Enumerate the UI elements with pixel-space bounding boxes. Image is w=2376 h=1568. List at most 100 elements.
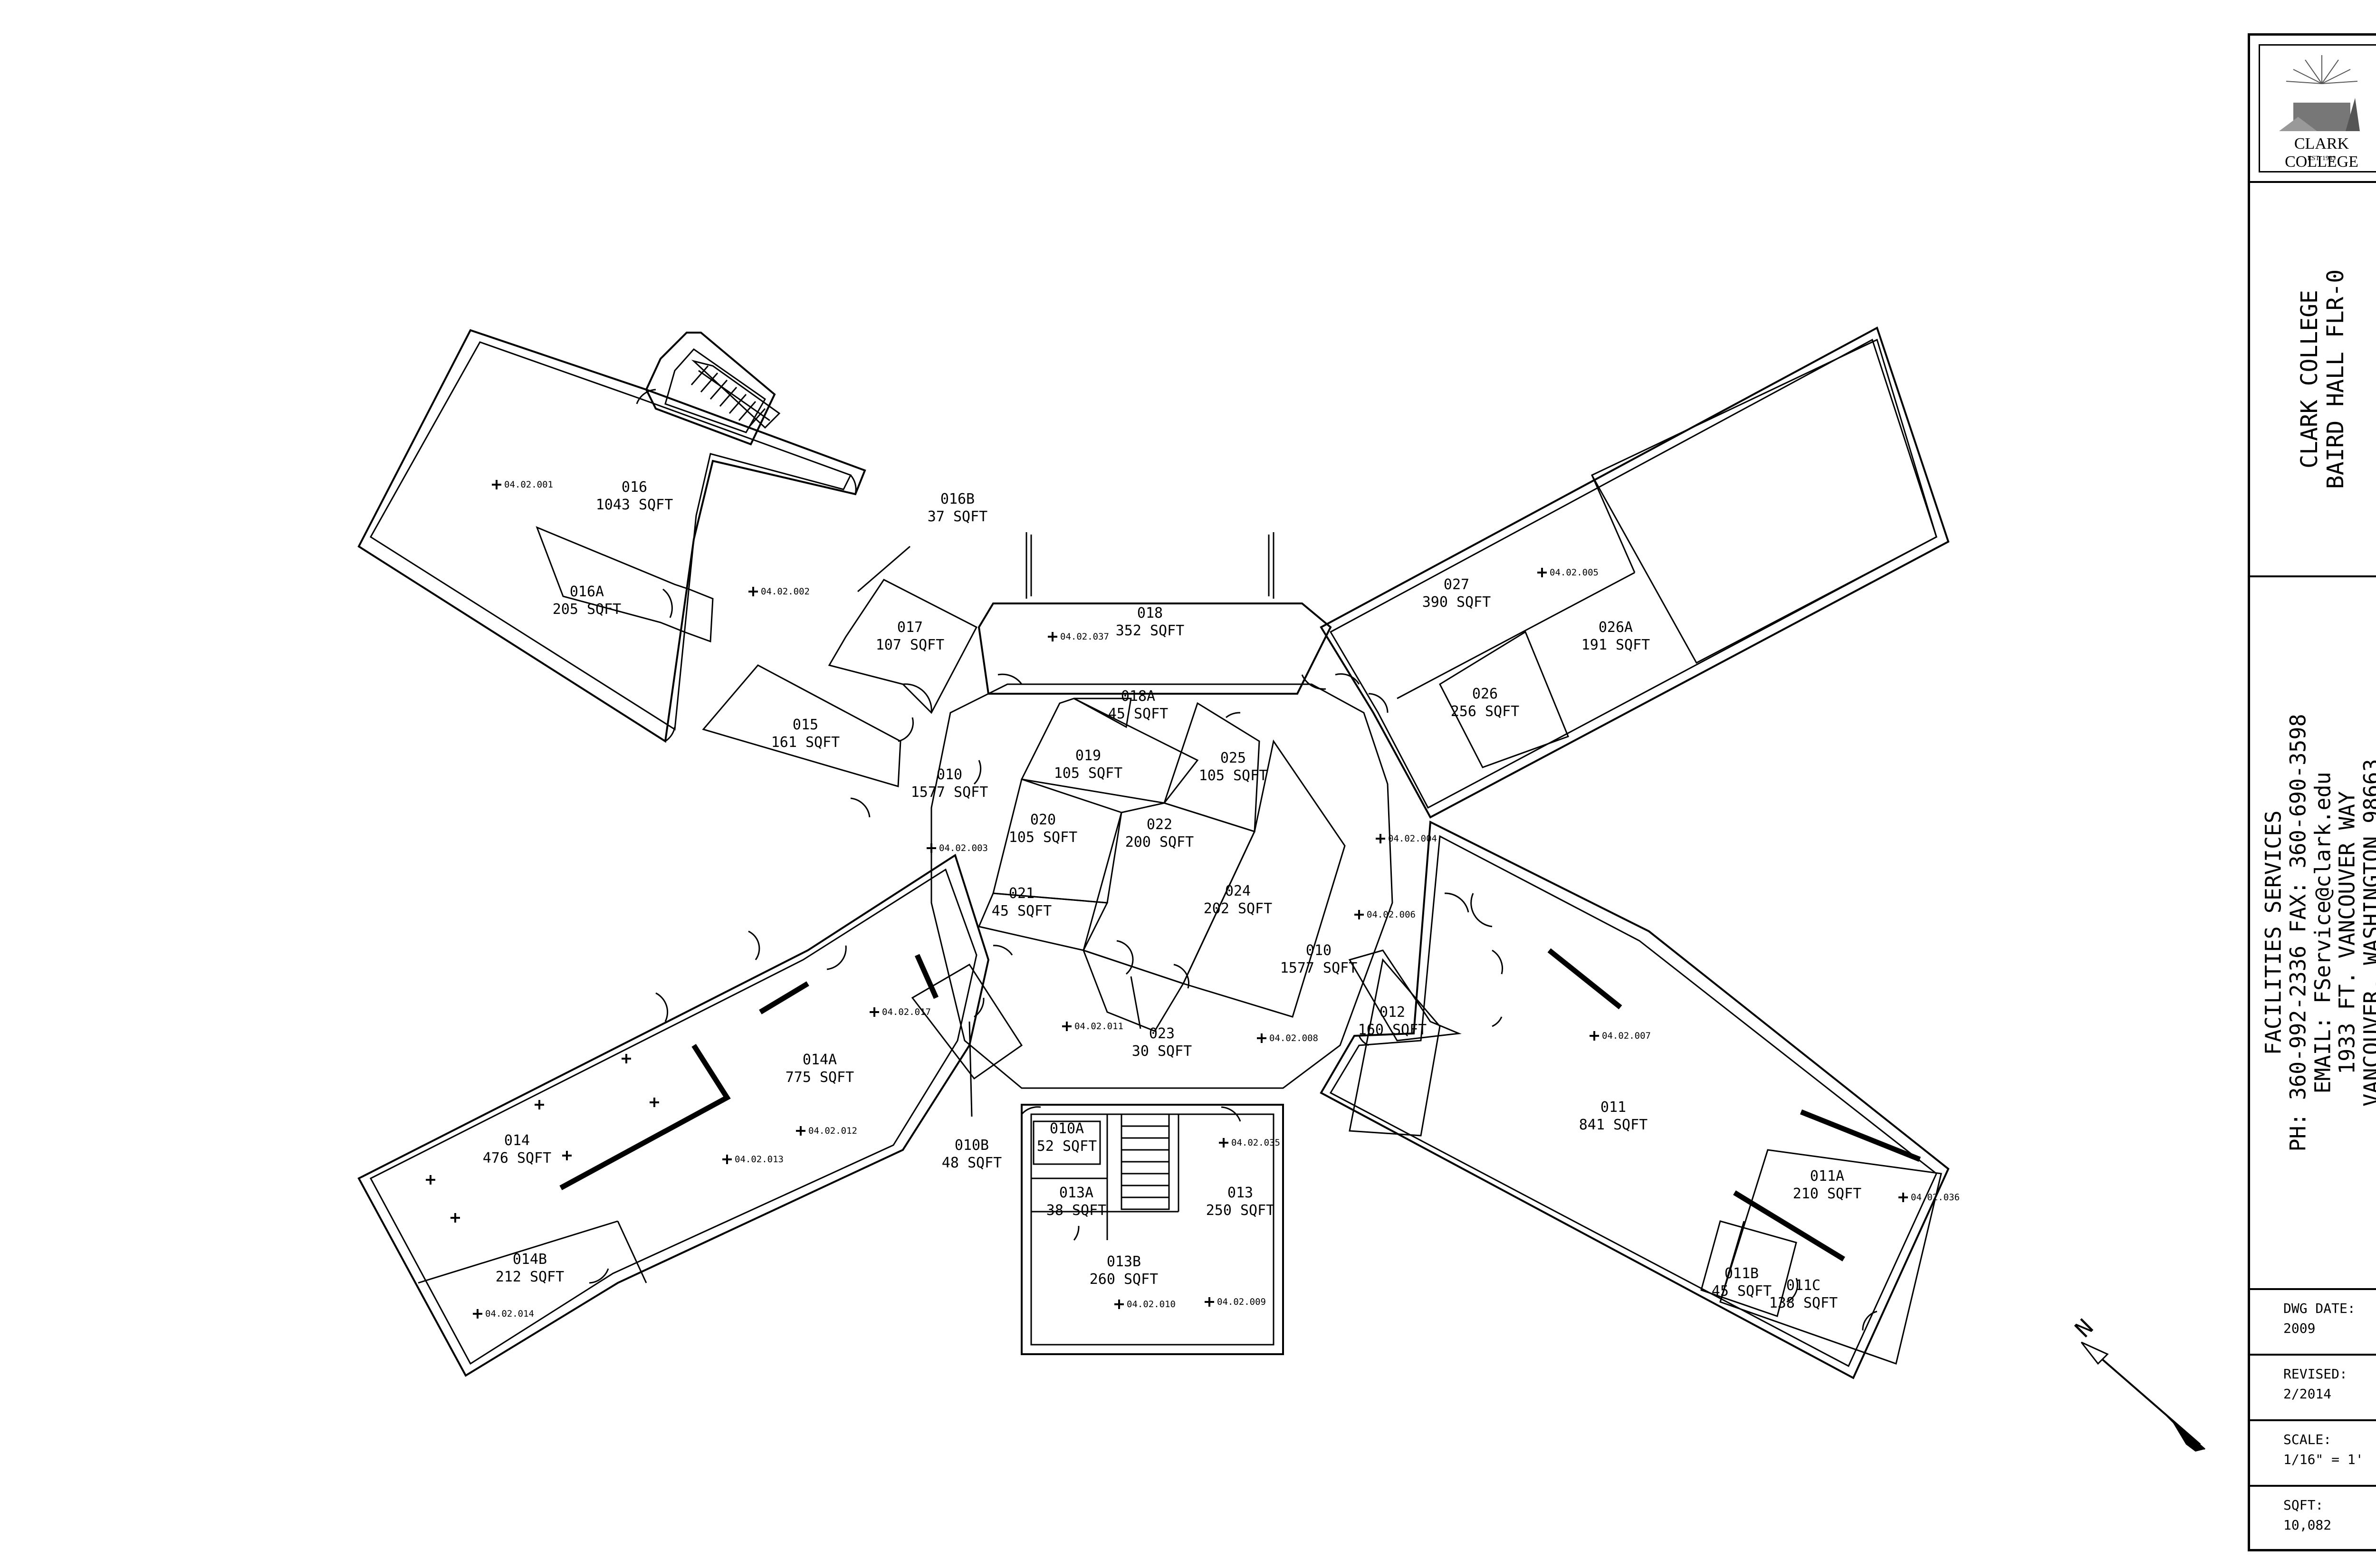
room-number: 025 (1220, 750, 1246, 766)
asset-tag-label: 04.02.006 (1367, 909, 1416, 920)
sqft-value: 10,082 (2283, 1517, 2332, 1533)
asset-tag: 04.02.011 (1062, 1021, 1123, 1032)
room-area: 352 SQFT (1116, 622, 1185, 639)
room-area: 256 SQFT (1451, 703, 1520, 720)
asset-tags: 04.02.001 04.02.002 04.02.037 04.02.005 04.0… (473, 479, 1960, 1319)
asset-tag-label: 04.02.035 (1231, 1138, 1280, 1148)
stair-northwest (690, 360, 781, 429)
room-area: 841 SQFT (1579, 1117, 1648, 1133)
room-number: 010B (955, 1137, 989, 1154)
asset-tag-label: 04.02.007 (1602, 1031, 1651, 1041)
room-number: 011A (1810, 1168, 1844, 1185)
room-number: 016 (622, 479, 647, 496)
project-building: BAIRD HALL FLR-0 (2322, 269, 2349, 489)
scale-label: SCALE: (2283, 1432, 2332, 1447)
room-number: 023 (1149, 1025, 1175, 1042)
asset-tag-label: 04.02.008 (1269, 1033, 1318, 1043)
room-area: 38 SQFT (1046, 1202, 1106, 1219)
room-number: 013B (1107, 1253, 1141, 1270)
room-area: 161 SQFT (771, 734, 840, 751)
room-number: 010A (1050, 1120, 1084, 1137)
facilities-city: VANCOUVER, WASHINGTON 98663 (2359, 759, 2376, 1107)
asset-tag: 04.02.009 (1205, 1297, 1266, 1307)
room-area: 210 SQFT (1793, 1186, 1862, 1202)
asset-tag: 04.02.003 (927, 843, 988, 853)
room-number: 011 (1600, 1099, 1626, 1116)
room-area: 45 SQFT (1712, 1283, 1772, 1300)
asset-tag: 04.02.014 (473, 1309, 534, 1319)
facilities-street: 1933 FT. VANCOUVER WAY (2334, 791, 2360, 1075)
room-number: 022 (1147, 816, 1172, 833)
asset-tag-label: 04.02.011 (1074, 1021, 1123, 1032)
asset-tag: 04.02.017 (870, 1007, 931, 1017)
room-area: 107 SQFT (876, 637, 945, 653)
logo-building-icon (2279, 55, 2360, 131)
room-number: 017 (897, 619, 923, 636)
asset-tag-label: 04.02.009 (1217, 1297, 1266, 1307)
room-number: 024 (1225, 883, 1251, 899)
logo-name: CLARK COLLEGE (2285, 135, 2358, 171)
facilities-phone: PH: 360-992-2336 FAX: 360-690-3598 (2285, 714, 2310, 1152)
room-number: 013 (1227, 1185, 1253, 1201)
room-area: 1577 SQFT (1280, 960, 1358, 976)
room-area: 200 SQFT (1125, 834, 1194, 851)
asset-tag: 04.02.005 (1537, 567, 1599, 578)
room-number: 014A (803, 1052, 837, 1068)
room-number: 026 (1472, 686, 1498, 702)
asset-tag-label: 04.02.036 (1911, 1192, 1960, 1203)
room-number: 026A (1599, 619, 1633, 636)
room-number: 012 (1380, 1004, 1405, 1021)
asset-tag-label: 04.02.002 (761, 586, 810, 597)
room-number: 014 (504, 1132, 530, 1149)
revised-value: 2/2014 (2283, 1386, 2332, 1402)
room-number: 021 (1009, 885, 1035, 902)
asset-tag-label: 04.02.013 (735, 1154, 784, 1165)
title-block: CLARK COLLEGE EST. 1933 CLARK COLLEGE BA… (2248, 33, 2376, 1551)
unlabeled-markers (426, 1054, 659, 1223)
asset-tag: 04.02.013 (722, 1154, 784, 1165)
room-area: 48 SQFT (942, 1155, 1002, 1171)
room-number: 010 (1306, 942, 1332, 959)
asset-tag-label: 04.02.001 (504, 479, 553, 490)
project-college: CLARK COLLEGE (2296, 290, 2323, 468)
facilities-email: EMAIL: FService@clark.edu (2309, 772, 2335, 1094)
room-number: 019 (1075, 747, 1101, 764)
building-walls (357, 326, 1950, 1379)
asset-tag: 04.02.001 (492, 479, 553, 490)
asset-tag: 04.02.010 (1114, 1299, 1176, 1310)
room-area: 105 SQFT (1009, 829, 1078, 846)
asset-tag-label: 04.02.037 (1060, 631, 1109, 642)
dwg-date-cell: DWG DATE: 2009 (2250, 1290, 2376, 1356)
asset-tag: 04.02.012 (796, 1126, 857, 1136)
north-arrow-icon: N (2070, 1316, 2205, 1452)
room-number: 015 (793, 717, 818, 733)
room-area: 105 SQFT (1054, 765, 1123, 782)
asset-tag: 04.02.006 (1354, 909, 1416, 920)
logo-cell: CLARK COLLEGE EST. 1933 (2250, 36, 2376, 183)
room-area: 205 SQFT (553, 601, 622, 618)
room-number: 016B (940, 491, 975, 507)
asset-tag: 04.02.007 (1590, 1031, 1651, 1041)
dwg-date-label: DWG DATE: (2283, 1300, 2356, 1316)
revised-cell: REVISED: 2/2014 (2250, 1356, 2376, 1421)
room-area: 476 SQFT (483, 1150, 552, 1166)
scale-cell: SCALE: 1/16" = 1' (2250, 1421, 2376, 1487)
room-number: 014B (513, 1251, 547, 1268)
room-area: 1043 SQFT (596, 497, 673, 513)
